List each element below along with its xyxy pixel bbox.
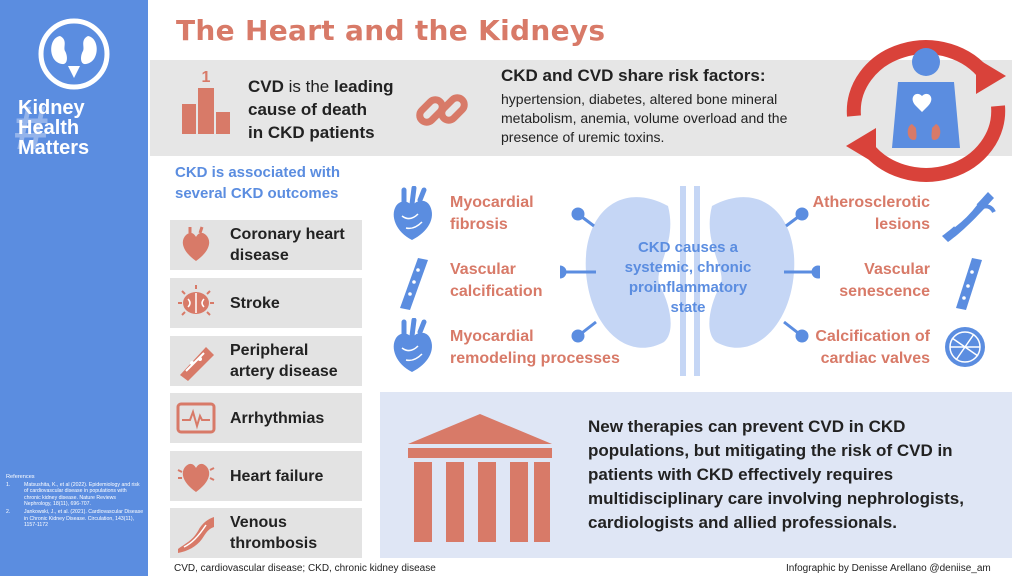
- outcome-card-arrhythmias: Arrhythmias: [170, 393, 362, 443]
- effect-myocardial-fibrosis: Myocardial fibrosis: [450, 192, 534, 236]
- brand-line-3: Matters: [18, 137, 90, 159]
- brand-wordmark: # Kidney Health Matters: [14, 97, 90, 160]
- effect-line-1: Vascular: [450, 261, 516, 278]
- outcome-card-stroke: Stroke: [170, 278, 362, 328]
- outcomes-heading-line-2: several CKD outcomes: [175, 185, 339, 202]
- anatomical-heart-icon: [393, 318, 432, 372]
- outcome-card-venous: Venous thrombosis: [170, 508, 362, 558]
- reference-text: Matsushita, K., et al (2022). Epidemiolo…: [24, 481, 140, 508]
- leading-line-3: in CKD patients: [248, 123, 375, 142]
- heart-valve-icon: [945, 327, 985, 367]
- outcome-card-coronary: Coronary heart disease: [170, 220, 362, 270]
- effect-line-2: senescence: [839, 283, 930, 300]
- references: References 1. Matsushita, K., et al (202…: [6, 474, 144, 530]
- outcome-label: Venous thrombosis: [230, 508, 317, 558]
- effect-line-2: cardiac valves: [820, 350, 930, 367]
- outcome-label-line-2: artery disease: [230, 363, 338, 380]
- heart-icon: [182, 226, 210, 261]
- brain-icon: [178, 285, 214, 316]
- outcome-label-line-1: Venous: [230, 514, 287, 531]
- effect-vascular-senescence: Vascular senescence: [790, 259, 930, 303]
- effect-vascular-calcification: Vascular calcification: [450, 259, 542, 303]
- inflammation-statement: CKD causes a systemic, chronic proinflam…: [598, 238, 778, 318]
- author-credit: Infographic by Denisse Arellano @deniise…: [786, 563, 991, 574]
- outcome-label-line-1: Coronary heart: [230, 226, 345, 243]
- references-title: References: [6, 474, 35, 480]
- aged-vessel-icon: [956, 258, 982, 310]
- outcome-label-line-2: thrombosis: [230, 535, 318, 552]
- outcomes-heading-line-1: CKD is associated with: [175, 164, 341, 181]
- outcome-card-heart-failure: Heart failure: [170, 451, 362, 501]
- outcome-label: Peripheral artery disease: [230, 336, 338, 386]
- effect-line-1: Atherosclerotic: [812, 194, 930, 211]
- effect-line-2: remodeling processes: [450, 350, 620, 367]
- effect-line-1: Myocardial: [450, 194, 534, 211]
- effect-line-1: Vascular: [864, 261, 930, 278]
- sidebar: # Kidney Health Matters References 1. Ma…: [0, 0, 148, 576]
- effect-line-1: Myocardial: [450, 328, 534, 345]
- leading-connector: is the: [283, 77, 334, 96]
- reference-text: Jankowski, J., et al. (2021). Cardiovasc…: [24, 508, 144, 529]
- podium-icon: 1: [182, 69, 230, 134]
- inflammation-line-4: state: [670, 299, 706, 316]
- effect-line-2: lesions: [874, 216, 930, 233]
- effect-atherosclerotic-lesions: Atherosclerotic lesions: [790, 192, 930, 236]
- outcome-card-peripheral: Peripheral artery disease: [170, 336, 362, 386]
- leading-line-2: cause of death: [248, 100, 368, 119]
- vein-icon: [178, 517, 214, 553]
- leading-cause-text: CVD is the leading cause of death in CKD…: [248, 75, 394, 144]
- risk-factors-text: hypertension, diabetes, altered bone min…: [501, 91, 788, 145]
- brand-line-2: Health: [18, 117, 80, 139]
- effect-myocardial-remodeling: Myocardial remodeling processes: [450, 326, 620, 370]
- kidney-logo-icon: [38, 18, 110, 90]
- leading-bold-cvd: CVD: [248, 77, 284, 96]
- kidney-diagram: [560, 186, 820, 376]
- effect-line-2: fibrosis: [450, 216, 508, 233]
- plaque-artery-icon: [942, 192, 996, 242]
- brand-line-1: Kidney: [18, 97, 85, 119]
- artery-icon: [180, 347, 214, 381]
- institution-icon: [408, 414, 552, 542]
- page-title: The Heart and the Kidneys: [176, 14, 606, 47]
- outcomes-heading: CKD is associated with several CKD outco…: [175, 162, 340, 204]
- reference-number: 1.: [6, 481, 11, 488]
- brand-hash: #: [14, 94, 49, 163]
- therapy-statement: New therapies can prevent CVD in CKD pop…: [588, 417, 964, 532]
- podium-rank: 1: [202, 69, 211, 86]
- chain-link-icon: [416, 94, 468, 126]
- outcome-label: Arrhythmias: [230, 393, 324, 443]
- outcome-label-line-2: disease: [230, 247, 289, 264]
- abbreviations-footnote: CVD, cardiovascular disease; CKD, chroni…: [174, 563, 436, 574]
- inflammation-line-3: proinflammatory: [628, 279, 748, 296]
- reference-number: 2.: [6, 508, 11, 515]
- effect-line-2: calcification: [450, 283, 543, 300]
- outcome-label-line-1: Arrhythmias: [230, 409, 325, 427]
- outcome-label: Heart failure: [230, 451, 323, 501]
- outcome-label: Coronary heart disease: [230, 220, 345, 270]
- effect-valve-calcification: Calcification of cardiac valves: [790, 326, 930, 370]
- risk-factors-title: CKD and CVD share risk factors:: [501, 66, 766, 85]
- heart-failure-icon: [177, 463, 215, 492]
- leading-bold-leading: leading: [334, 77, 394, 96]
- heart-kidney-cycle-icon: [846, 40, 1006, 182]
- reference-item: 1. Matsushita, K., et al (2022). Epidemi…: [6, 482, 144, 508]
- anatomical-heart-icon: [393, 186, 432, 240]
- outcome-label-line-1: Stroke: [230, 294, 280, 312]
- ecg-monitor-icon: [176, 402, 216, 434]
- inflammation-line-2: systemic, chronic: [624, 259, 752, 276]
- calcified-vessel-icon: [400, 258, 428, 310]
- outcome-label: Stroke: [230, 278, 280, 328]
- reference-item: 2. Jankowski, J., et al. (2021). Cardiov…: [6, 509, 144, 529]
- outcome-label-line-1: Peripheral: [230, 342, 309, 359]
- inflammation-line-1: CKD causes a: [637, 239, 739, 256]
- effect-line-1: Calcification of: [815, 328, 930, 345]
- outcome-label-line-1: Heart failure: [230, 467, 324, 485]
